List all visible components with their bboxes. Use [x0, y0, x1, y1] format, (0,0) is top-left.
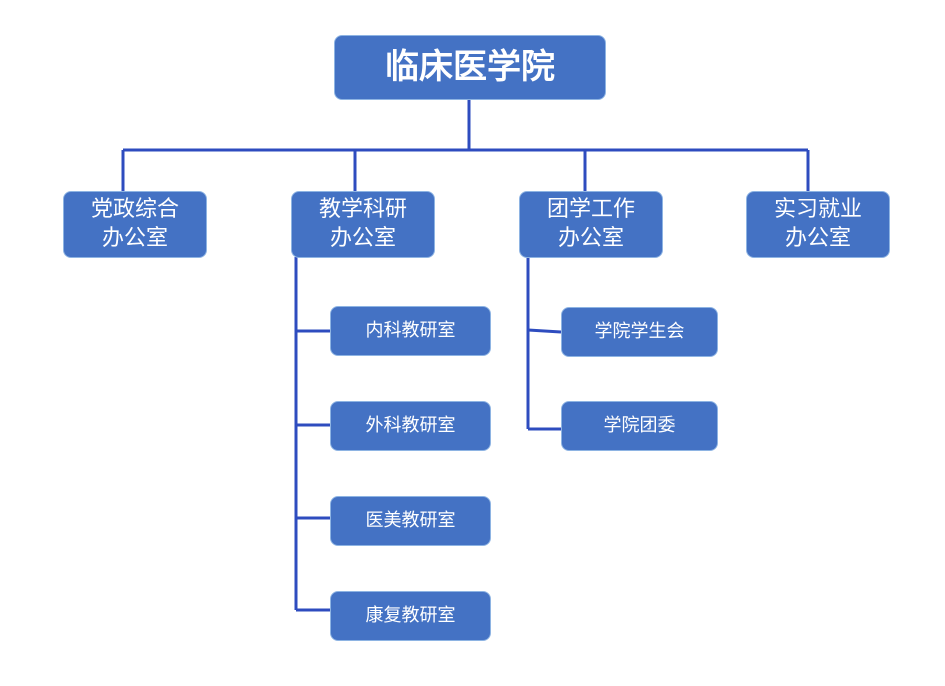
connector-student-1 [527, 328, 562, 334]
unit-medical-aesthetics: 医美教研室 [330, 496, 491, 546]
unit-label: 康复教研室 [365, 605, 456, 627]
unit-internal-medicine: 内科教研室 [330, 306, 491, 356]
unit-rehabilitation: 康复教研室 [330, 591, 491, 641]
unit-label: 外科教研室 [365, 415, 456, 437]
unit-surgery: 外科教研室 [330, 401, 491, 451]
dept-label-line1: 团学工作 [546, 196, 635, 222]
dept-label-line1: 实习就业 [773, 196, 862, 222]
unit-label: 内科教研室 [365, 320, 456, 342]
unit-student-union: 学院学生会 [561, 307, 718, 357]
unit-youth-league: 学院团委 [561, 401, 718, 451]
dept-label-line2: 办公室 [101, 225, 168, 251]
root-node: 临床医学院 [334, 35, 606, 100]
dept-label-line2: 办公室 [329, 225, 396, 251]
dept-teaching-research-office: 教学科研 办公室 [291, 191, 435, 258]
dept-student-affairs-office: 团学工作 办公室 [519, 191, 663, 258]
unit-label: 医美教研室 [365, 510, 456, 532]
dept-label-line1: 党政综合 [90, 196, 179, 222]
unit-label: 学院团委 [603, 415, 676, 437]
root-label: 临床医学院 [385, 47, 555, 88]
dept-label-line2: 办公室 [784, 225, 851, 251]
dept-label-line2: 办公室 [557, 225, 624, 251]
dept-internship-employment-office: 实习就业 办公室 [746, 191, 890, 258]
unit-label: 学院学生会 [594, 321, 685, 343]
dept-party-office: 党政综合 办公室 [63, 191, 207, 258]
dept-label-line1: 教学科研 [318, 196, 407, 222]
